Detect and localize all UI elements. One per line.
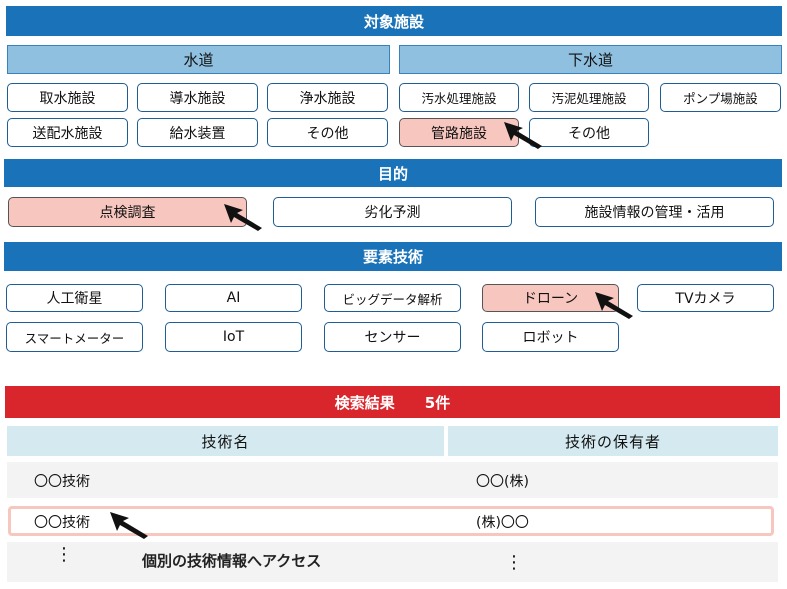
result-tech-name[interactable]: 〇〇技術 bbox=[34, 515, 90, 531]
cursor-arrow-icon bbox=[224, 204, 262, 231]
facility-option-conveyance[interactable]: 導水施設 bbox=[137, 83, 258, 112]
result-tech-name[interactable]: 〇〇技術 bbox=[34, 474, 90, 490]
search-results-header: 検索結果 5件 bbox=[5, 386, 780, 418]
facility-option-sewer-other[interactable]: その他 bbox=[529, 118, 649, 147]
facility-option-sludge-treatment[interactable]: 汚泥処理施設 bbox=[529, 83, 649, 112]
facility-option-sewage-treatment[interactable]: 汚水処理施設 bbox=[399, 83, 519, 112]
column-header-owner: 技術の保有者 bbox=[448, 426, 778, 456]
column-header-tech-name: 技術名 bbox=[7, 426, 444, 456]
tech-option-drone-selected[interactable]: ドローン bbox=[482, 284, 619, 312]
tech-option-iot[interactable]: IoT bbox=[165, 322, 302, 352]
facility-option-purification[interactable]: 浄水施設 bbox=[267, 83, 388, 112]
tech-option-smart-meter[interactable]: スマートメーター bbox=[6, 322, 143, 352]
cursor-arrow-icon bbox=[110, 512, 148, 539]
tech-option-sensor[interactable]: センサー bbox=[324, 322, 461, 352]
cursor-arrow-icon bbox=[504, 122, 542, 149]
result-owner: 〇〇(株) bbox=[476, 474, 529, 490]
water-category-header: 水道 bbox=[7, 45, 390, 74]
facility-option-intake[interactable]: 取水施設 bbox=[7, 83, 128, 112]
tech-option-robot[interactable]: ロボット bbox=[482, 322, 619, 352]
result-owner: (株)〇〇 bbox=[476, 515, 529, 531]
facility-option-water-other[interactable]: その他 bbox=[267, 118, 388, 147]
more-rows-indicator: ⋮ bbox=[55, 546, 73, 564]
tech-header: 要素技術 bbox=[4, 242, 782, 271]
facility-option-pipeline-selected[interactable]: 管路施設 bbox=[399, 118, 519, 147]
access-detail-note: 個別の技術情報へアクセス bbox=[142, 552, 322, 570]
purpose-option-inspection-selected[interactable]: 点検調査 bbox=[8, 197, 247, 227]
table-row-more bbox=[7, 542, 778, 582]
purpose-header: 目的 bbox=[4, 159, 782, 187]
table-row[interactable] bbox=[7, 462, 778, 498]
facility-option-pump-station[interactable]: ポンプ場施設 bbox=[660, 83, 781, 112]
cursor-arrow-icon bbox=[595, 292, 633, 319]
sewer-category-header: 下水道 bbox=[399, 45, 782, 74]
facility-option-distribution[interactable]: 送配水施設 bbox=[7, 118, 128, 147]
purpose-option-deterioration-prediction[interactable]: 劣化予測 bbox=[273, 197, 512, 227]
facility-header: 対象施設 bbox=[6, 6, 782, 36]
more-rows-indicator: ⋮ bbox=[505, 554, 523, 572]
facility-option-supply-device[interactable]: 給水装置 bbox=[137, 118, 258, 147]
purpose-option-info-management[interactable]: 施設情報の管理・活用 bbox=[535, 197, 774, 227]
tech-option-tv-camera[interactable]: TVカメラ bbox=[637, 284, 774, 312]
tech-option-satellite[interactable]: 人工衛星 bbox=[6, 284, 143, 312]
tech-option-big-data[interactable]: ビッグデータ解析 bbox=[324, 284, 461, 312]
tech-option-ai[interactable]: AI bbox=[165, 284, 302, 312]
